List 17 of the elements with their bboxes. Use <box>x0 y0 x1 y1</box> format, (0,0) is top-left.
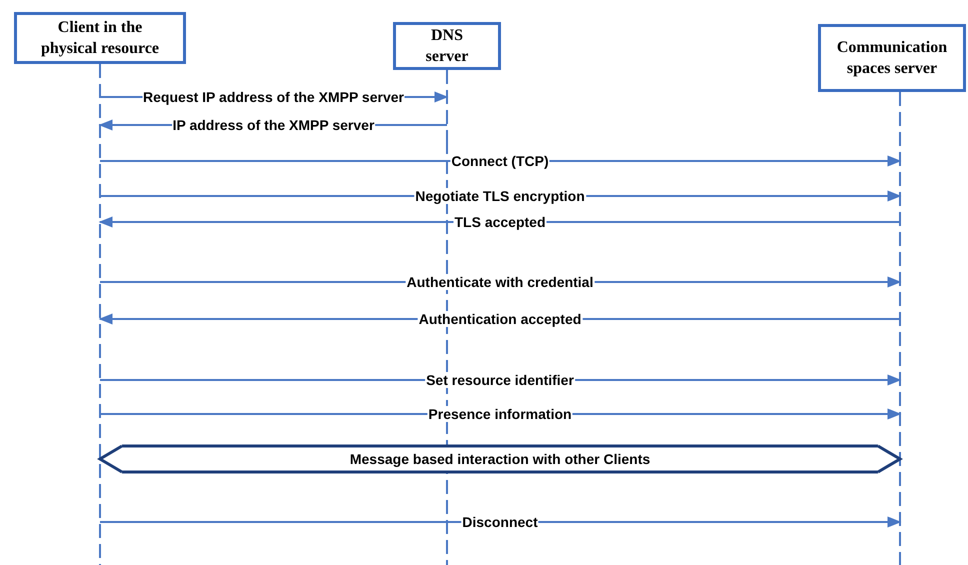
message-label: Negotiate TLS encryption <box>414 188 586 204</box>
message-label: Request IP address of the XMPP server <box>142 89 405 105</box>
message-arrow <box>100 516 902 528</box>
participant-box: DNS server <box>393 22 501 70</box>
message-label: Message based interaction with other Clients <box>348 451 652 467</box>
message-label: IP address of the XMPP server <box>172 117 376 133</box>
double-arrow <box>98 444 902 474</box>
message-label: TLS accepted <box>453 214 547 230</box>
message-label: Disconnect <box>461 514 539 530</box>
participant-box: Communication spaces server <box>818 24 966 92</box>
message-label: Presence information <box>427 406 573 422</box>
message-label: Authentication accepted <box>418 311 582 327</box>
participant-box: Client in the physical resource <box>14 12 186 64</box>
message-label: Authenticate with credential <box>406 274 594 290</box>
message-label: Set resource identifier <box>425 372 575 388</box>
message-arrow <box>98 216 900 228</box>
message-label: Connect (TCP) <box>450 153 550 169</box>
